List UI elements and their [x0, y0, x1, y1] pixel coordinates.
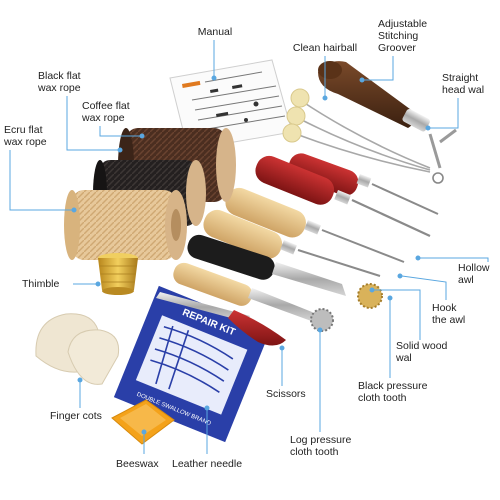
- label-black-pressure-cloth-tooth: Black pressure cloth tooth: [358, 380, 428, 404]
- label-beeswax: Beeswax: [116, 458, 159, 470]
- log-pressure-cloth-tooth: [173, 262, 334, 332]
- solid-wood-awl: [203, 209, 381, 277]
- hollow-awl: [255, 155, 431, 237]
- finger-cots: [35, 313, 120, 385]
- leader-lines: [9, 40, 489, 454]
- straight-head-awl: [288, 153, 439, 215]
- label-hollow-awl: Hollow awl: [458, 262, 490, 286]
- label-finger-cots: Finger cots: [50, 410, 102, 422]
- label-hook-awl: Hook the awl: [432, 302, 466, 326]
- label-thimble: Thimble: [22, 278, 60, 290]
- label-clean-hairball: Clean hairball: [292, 42, 358, 54]
- label-ecru-flat-wax-rope: Ecru flat wax rope: [4, 124, 47, 148]
- hook-awl: [225, 187, 405, 263]
- label-log-pressure-cloth-tooth: Log pressure cloth tooth: [290, 434, 352, 458]
- label-black-flat-wax-rope: Black flat wax rope: [38, 70, 81, 94]
- label-leather-needle: Leather needle: [172, 458, 243, 470]
- beeswax: [111, 399, 175, 445]
- thimble: [98, 253, 138, 295]
- label-scissors: Scissors: [266, 388, 306, 400]
- clean-hairball: [282, 88, 431, 173]
- ecru-flat-wax-rope: [64, 190, 187, 260]
- leather-needle-package: REPAIR KIT DOUBLE SWALLOW BRAND: [113, 285, 271, 443]
- label-coffee-flat-wax-rope: Coffee flat wax rope: [82, 100, 130, 124]
- label-solid-wood-wal: Solid wood wal: [396, 340, 448, 364]
- label-manual: Manual: [197, 26, 233, 38]
- stitching-groover: [318, 61, 457, 184]
- label-straight-head-wal: Straight head wal: [442, 72, 485, 96]
- label-stitching-groover: Adjustable Stitching Groover: [378, 18, 428, 54]
- scissors: [156, 292, 286, 346]
